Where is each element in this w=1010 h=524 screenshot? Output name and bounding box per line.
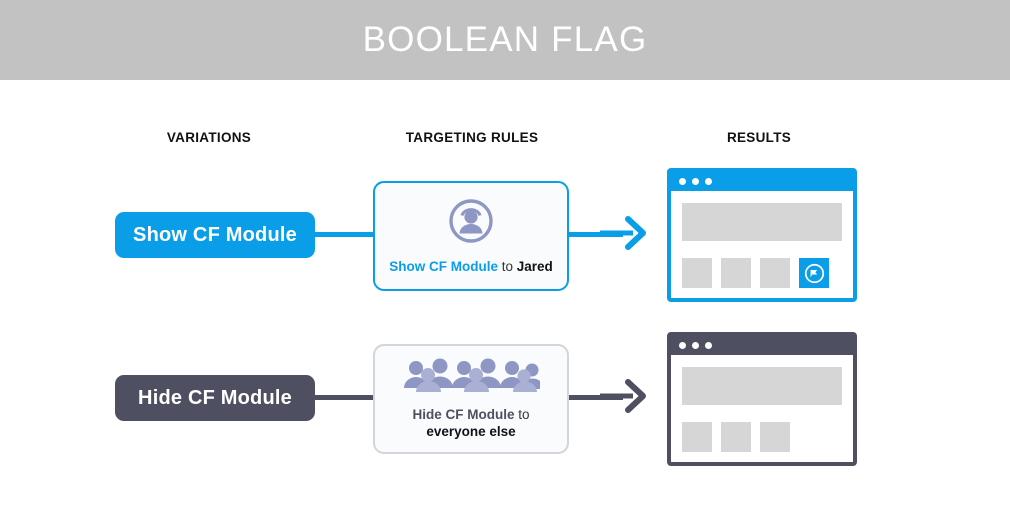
content-tile-row	[682, 422, 842, 452]
browser-dot	[705, 178, 712, 185]
page-title: BOOLEAN FLAG	[362, 20, 648, 59]
column-header-variations: VARIATIONS	[166, 130, 252, 145]
targeting-rule-card-row1[interactable]: Show CF Module to Jared	[373, 181, 569, 291]
cf-module-flag-icon	[804, 263, 824, 283]
browser-titlebar-row1	[671, 172, 853, 191]
header-banner: BOOLEAN FLAG	[0, 0, 1010, 80]
content-tile-row	[682, 258, 842, 288]
flow-arrow-row1	[600, 216, 648, 255]
connector-line-row2-left	[300, 395, 380, 400]
browser-dot	[679, 342, 686, 349]
single-user-icon	[448, 198, 494, 249]
content-tile	[721, 422, 751, 452]
connector-line-row2-right	[565, 395, 623, 400]
content-tile	[760, 258, 790, 288]
browser-titlebar-row2	[671, 336, 853, 355]
variation-pill-hide-cf-module[interactable]: Hide CF Module	[115, 375, 315, 421]
browser-dot	[705, 342, 712, 349]
flow-arrow-row2	[600, 379, 648, 418]
content-tile	[721, 258, 751, 288]
rule-audience: Jared	[516, 258, 553, 274]
rule-audience: everyone else	[426, 424, 516, 439]
rule-connector-word: to	[514, 407, 530, 422]
column-header-targeting-rules: TARGETING RULES	[405, 130, 539, 145]
cf-module-tile[interactable]	[799, 258, 829, 288]
content-tile	[760, 422, 790, 452]
targeting-rule-text-row2: Hide CF Module to everyone else	[412, 406, 529, 440]
browser-dot	[679, 178, 686, 185]
content-hero-block	[682, 203, 842, 241]
targeting-rule-card-row2[interactable]: Hide CF Module to everyone else	[373, 344, 569, 454]
rule-connector-word: to	[497, 258, 517, 274]
crowd-icon	[402, 358, 544, 397]
rule-flag-name: Show CF Module	[389, 258, 498, 274]
variation-pill-label: Hide CF Module	[138, 386, 292, 409]
connector-line-row1-right	[565, 232, 623, 237]
browser-dot	[692, 178, 699, 185]
content-hero-block	[682, 367, 842, 405]
browser-body-row1	[671, 191, 853, 288]
browser-body-row2	[671, 355, 853, 452]
browser-dot	[692, 342, 699, 349]
content-tile	[682, 422, 712, 452]
connector-line-row1-left	[300, 232, 380, 237]
variation-pill-label: Show CF Module	[133, 223, 297, 246]
variation-pill-show-cf-module[interactable]: Show CF Module	[115, 212, 315, 258]
column-header-results: RESULTS	[726, 130, 792, 145]
result-browser-row2	[667, 332, 857, 466]
content-tile	[682, 258, 712, 288]
rule-flag-name: Hide CF Module	[412, 407, 515, 422]
targeting-rule-text-row1: Show CF Module to Jared	[389, 258, 553, 275]
result-browser-row1	[667, 168, 857, 302]
